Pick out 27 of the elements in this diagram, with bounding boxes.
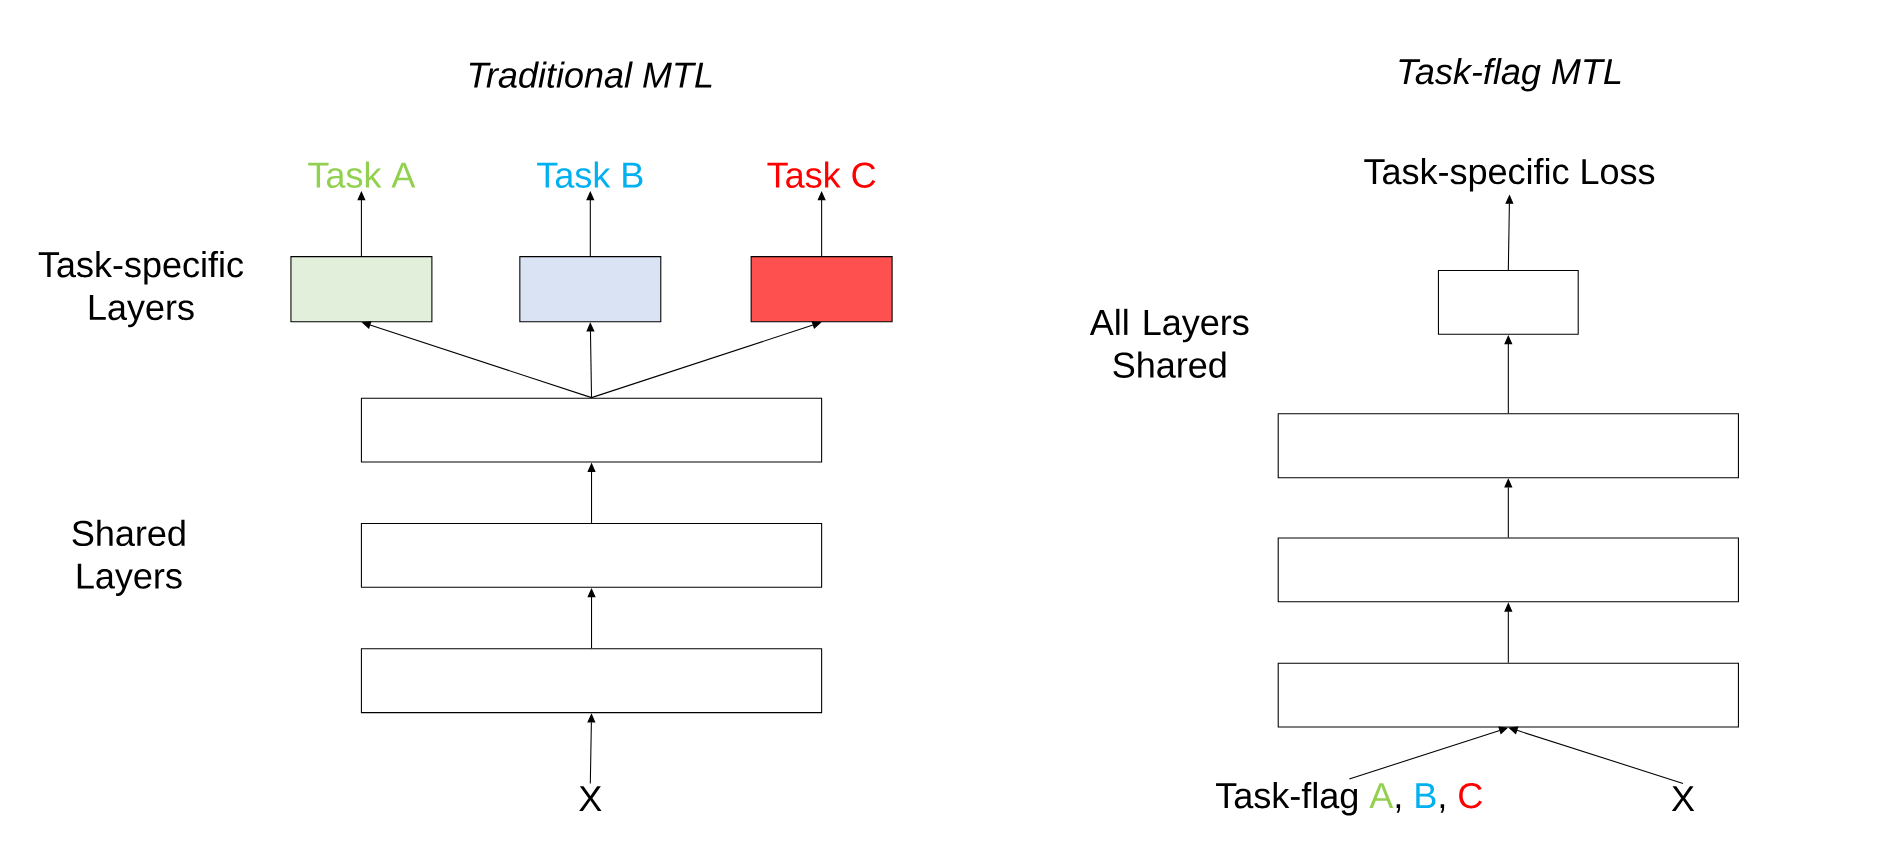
arrow (586, 191, 595, 257)
side-label: All Layers Shared (1089, 309, 1249, 379)
layer-box (1277, 662, 1739, 728)
input-label: Task-flag A, B, C (1216, 782, 1482, 816)
layer-box (1437, 270, 1579, 336)
side-label: Task-specific Layers (38, 251, 244, 328)
output-label: Task A (308, 161, 416, 189)
layer-box (1277, 413, 1739, 479)
output-label: Task C (767, 161, 876, 189)
layer-box (750, 256, 893, 323)
layer-box (290, 256, 433, 323)
output-label: Task B (537, 161, 643, 189)
layer-box (1277, 537, 1739, 603)
layer-box (360, 523, 823, 589)
heading: Task-flag MTL (1399, 58, 1621, 92)
layer-box (360, 397, 823, 463)
arrow (1504, 335, 1513, 415)
output-label: X (1671, 786, 1695, 812)
arrow (817, 191, 826, 257)
layer-box (360, 648, 823, 714)
output-label: X (579, 786, 602, 812)
arrow (587, 588, 596, 649)
output-label: Task-specific Loss (1364, 158, 1655, 192)
layer-box (519, 256, 662, 323)
arrow (357, 191, 366, 257)
side-label: Shared Layers (72, 519, 185, 597)
heading: Traditional MTL (469, 61, 712, 89)
